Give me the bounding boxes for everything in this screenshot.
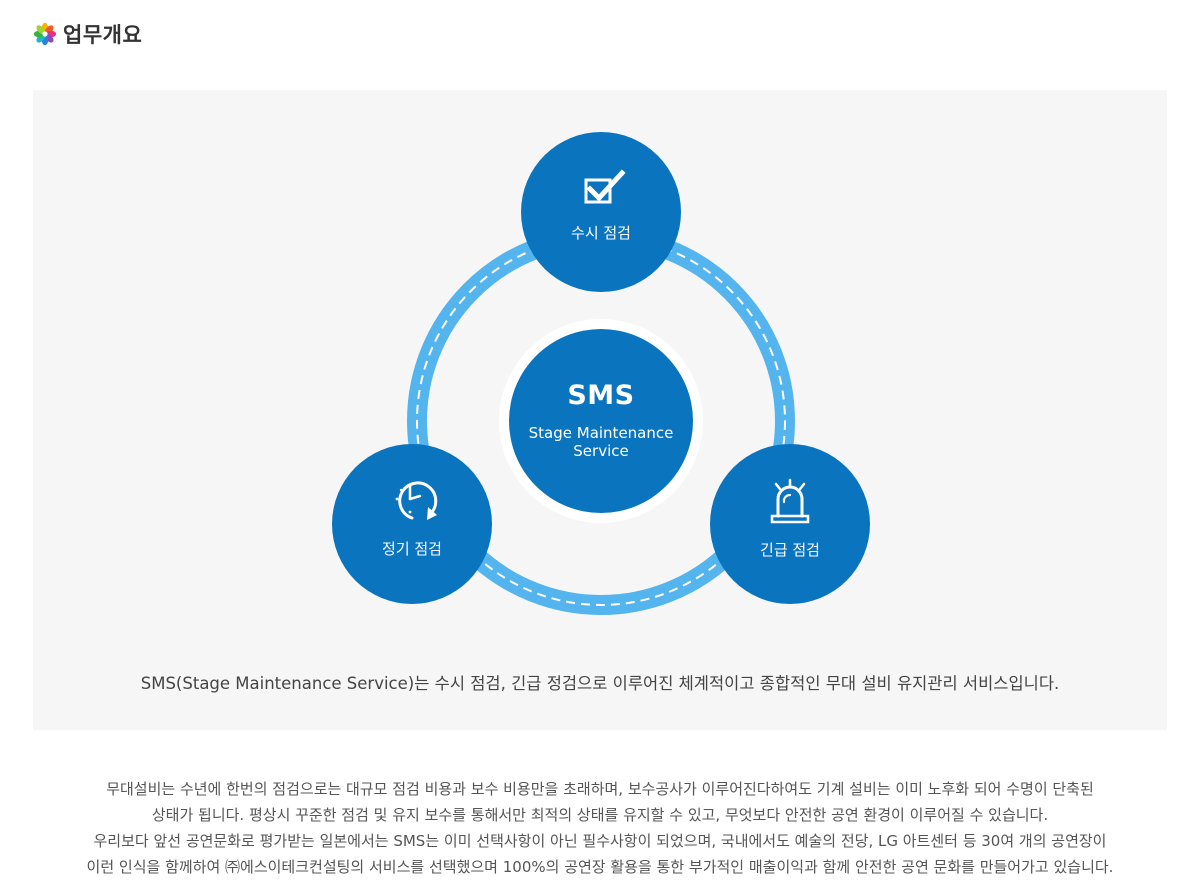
service-ring-dashes — [416, 236, 786, 606]
core-circle — [509, 329, 693, 513]
description-line: 상태가 됩니다. 평상시 꾸준한 점검 및 유지 보수를 통해서만 최적의 상태… — [151, 806, 1049, 824]
sms-diagram — [332, 132, 870, 615]
node-label-emergency: 긴급 점검 — [760, 541, 820, 559]
checkbox-icon — [584, 169, 626, 204]
diagram-caption: SMS(Stage Maintenance Service)는 수시 점검, 긴… — [140, 674, 1060, 693]
node-circle-adhoc — [521, 132, 681, 292]
node-label-adhoc: 수시 점검 — [571, 224, 631, 242]
flower-icon — [33, 22, 57, 46]
description-text: 무대설비는 수년에 한번의 점검으로는 대규모 점검 비용과 보수 비용만을 초… — [33, 776, 1167, 880]
node-circle-regular — [332, 444, 492, 604]
diagram-panel: 수시 점검 정기 점검 긴급 점검 SMS Stage Maintenance … — [33, 90, 1167, 730]
clock-refresh-icon — [395, 481, 438, 520]
description-line: 우리보다 앞선 공연문화로 평가받는 일본에서는 SMS는 이미 선택사항이 아… — [93, 832, 1107, 850]
alarm-siren-icon — [770, 478, 810, 524]
core-full-name: Stage Maintenance Service — [528, 424, 674, 460]
description-line: 무대설비는 수년에 한번의 점검으로는 대규모 점검 비용과 보수 비용만을 초… — [106, 780, 1094, 798]
description-line: 이런 인식을 함께하여 ㈜에스이테크컨설팅의 서비스를 선택했으며 100%의 … — [86, 858, 1114, 876]
node-circle-emergency — [710, 444, 870, 604]
node-label-regular: 정기 점검 — [382, 540, 442, 558]
page-title-text: 업무개요 — [63, 23, 143, 47]
core-abbreviation: SMS — [567, 380, 635, 411]
page-title: 업무개요 — [33, 20, 142, 48]
